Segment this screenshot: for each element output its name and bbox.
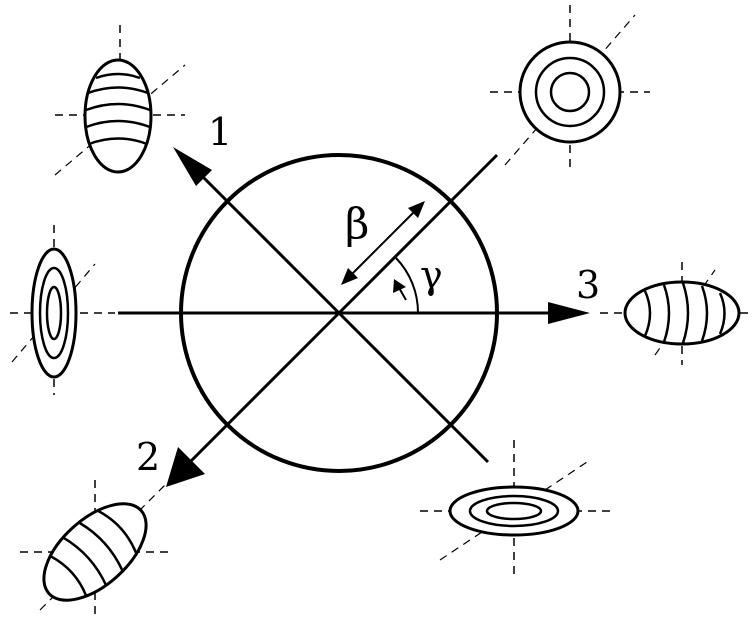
axis-2-line xyxy=(182,313,339,470)
axis-2-label: 2 xyxy=(136,435,160,479)
fringe-pattern-left xyxy=(10,225,115,395)
fringe-pattern-top-left xyxy=(55,25,185,175)
fringe-pattern-top-right xyxy=(490,5,650,170)
fringe-pattern-right xyxy=(600,262,752,365)
fringe-pattern-bottom-left xyxy=(20,480,170,620)
fringe-pattern-bottom-right xyxy=(420,440,610,575)
axis-1-label: 1 xyxy=(208,110,232,154)
axis-1-line xyxy=(190,164,339,313)
diagonal-line-1 xyxy=(339,313,488,462)
beta-label: β xyxy=(345,199,369,248)
gamma-arrowhead xyxy=(393,279,406,293)
axis-3-label: 3 xyxy=(576,263,600,307)
gamma-label: γ xyxy=(420,253,443,297)
